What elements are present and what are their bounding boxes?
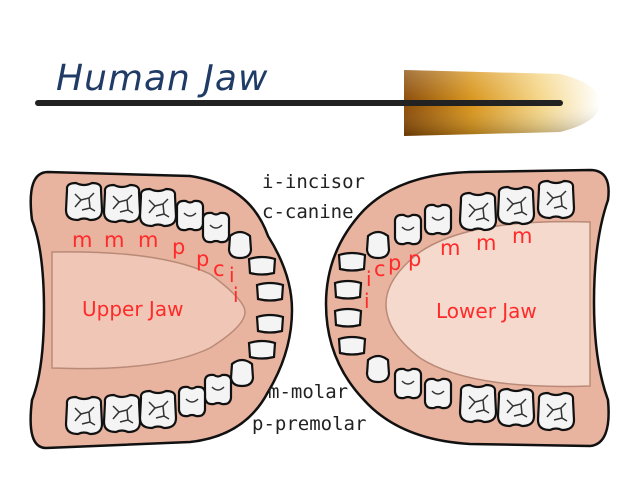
- lower-incisor-tooth: [337, 251, 367, 272]
- upper-molar-tooth: [64, 181, 104, 222]
- upper-label-incisor-2: i: [233, 283, 239, 307]
- lower-canine-tooth: [365, 354, 391, 384]
- lower-label-molar-2: m: [476, 231, 496, 255]
- lower-label-molar-3: m: [512, 224, 532, 248]
- lower-canine-tooth: [365, 230, 391, 260]
- upper-canine-tooth: [227, 230, 253, 260]
- lower-jaw-name: Lower Jaw: [436, 299, 537, 323]
- upper-label-premolar-2: p: [196, 247, 209, 271]
- upper-premolar-tooth: [175, 199, 205, 232]
- lower-molar-tooth: [536, 179, 576, 220]
- lower-incisor-tooth: [337, 335, 367, 356]
- upper-molar-tooth: [138, 187, 178, 228]
- lower-incisor-tooth: [333, 307, 363, 328]
- upper-premolar-tooth: [177, 385, 207, 418]
- upper-jaw-name: Upper Jaw: [82, 297, 183, 321]
- lower-label-incisor-2: i: [364, 289, 370, 313]
- lower-molar-tooth: [496, 185, 536, 226]
- upper-molar-tooth: [64, 395, 104, 436]
- upper-label-premolar-1: p: [172, 235, 185, 259]
- lower-premolar-tooth: [423, 203, 453, 236]
- lower-molar-tooth: [536, 391, 576, 432]
- upper-incisor-tooth: [255, 313, 285, 334]
- lower-jaw: i i c p p m m m Lower Jaw: [324, 168, 610, 448]
- upper-incisor-tooth: [247, 339, 277, 360]
- upper-molar-tooth: [102, 393, 142, 434]
- lower-molar-tooth: [458, 383, 498, 424]
- upper-label-molar-1: m: [72, 228, 92, 252]
- upper-premolar-tooth: [201, 211, 231, 244]
- lower-label-canine: c: [374, 257, 386, 281]
- legend-incisor: i-incisor: [262, 171, 365, 193]
- upper-jaw-palate: [51, 251, 246, 370]
- title-rule: [35, 70, 600, 136]
- upper-premolar-tooth: [203, 373, 233, 406]
- legend-molar: m-molar: [268, 381, 348, 403]
- upper-molar-tooth: [138, 389, 178, 430]
- lower-premolar-tooth: [393, 367, 423, 400]
- upper-incisor-tooth: [255, 281, 285, 302]
- lower-molar-tooth: [458, 191, 498, 232]
- lower-premolar-tooth: [393, 213, 423, 246]
- upper-label-incisor-1: i: [229, 263, 235, 287]
- lower-premolar-tooth: [423, 377, 453, 410]
- upper-label-canine: c: [213, 257, 225, 281]
- lower-label-premolar-2: p: [408, 247, 421, 271]
- lower-label-incisor-1: i: [366, 267, 372, 291]
- upper-jaw: m m m p p c i i Upper Jaw: [29, 170, 294, 450]
- upper-canine-tooth: [229, 358, 255, 388]
- lower-label-molar-1: m: [440, 236, 460, 260]
- lower-incisor-tooth: [333, 279, 363, 300]
- legend-premolar: p-premolar: [252, 413, 366, 435]
- upper-molar-tooth: [102, 183, 142, 224]
- lower-label-premolar-1: p: [388, 251, 401, 275]
- page-title: Human Jaw: [56, 58, 269, 99]
- lower-molar-tooth: [496, 387, 536, 428]
- upper-label-molar-3: m: [138, 228, 158, 252]
- upper-label-molar-2: m: [104, 228, 124, 252]
- upper-incisor-tooth: [247, 255, 277, 276]
- legend-canine: c-canine: [262, 201, 354, 223]
